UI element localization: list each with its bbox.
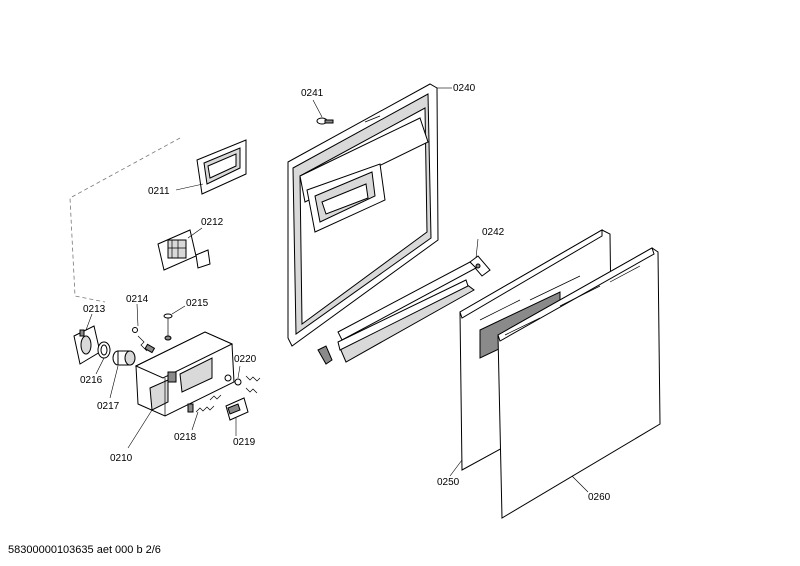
part-0210-lock-housing [134, 331, 235, 417]
document-id-footer: 58300000103635 aet 000 b 2/6 [8, 544, 161, 556]
label-0250: 0250 [437, 477, 460, 488]
part-0216-ring [97, 341, 111, 359]
label-0219: 0219 [233, 437, 256, 448]
label-0216: 0216 [80, 375, 103, 386]
label-0220: 0220 [234, 354, 257, 365]
part-0241-screw [316, 117, 334, 125]
label-0260: 0260 [588, 492, 611, 503]
label-0215: 0215 [186, 298, 209, 309]
label-0242: 0242 [482, 227, 505, 238]
label-0217: 0217 [97, 401, 120, 412]
part-0242-hinge [469, 255, 491, 277]
part-0214-spring [132, 327, 156, 354]
part-0217-cylinder [112, 350, 136, 366]
label-0211: 0211 [148, 186, 170, 197]
part-0215-pin [163, 313, 173, 341]
label-0212: 0212 [201, 217, 224, 228]
part-0211-frame [196, 139, 247, 195]
label-0240: 0240 [453, 83, 476, 94]
small-clip [317, 345, 333, 365]
label-0213: 0213 [83, 304, 106, 315]
part-0240-inner-door [287, 83, 439, 347]
assembly-guide-line [69, 137, 181, 303]
label-0241: 0241 [301, 88, 324, 99]
lower-trim-strip [337, 261, 477, 363]
leader-lines [85, 87, 589, 493]
part-0218-springs [187, 394, 222, 413]
label-0210: 0210 [110, 453, 133, 464]
part-0260-decor-panel [497, 247, 661, 519]
label-0214: 0214 [126, 294, 149, 305]
part-0212-bracket [157, 229, 211, 271]
part-0213-handle-cover [73, 325, 101, 365]
part-0220-spring [224, 374, 261, 394]
label-0218: 0218 [174, 432, 197, 443]
part-0219-switch [225, 397, 249, 421]
